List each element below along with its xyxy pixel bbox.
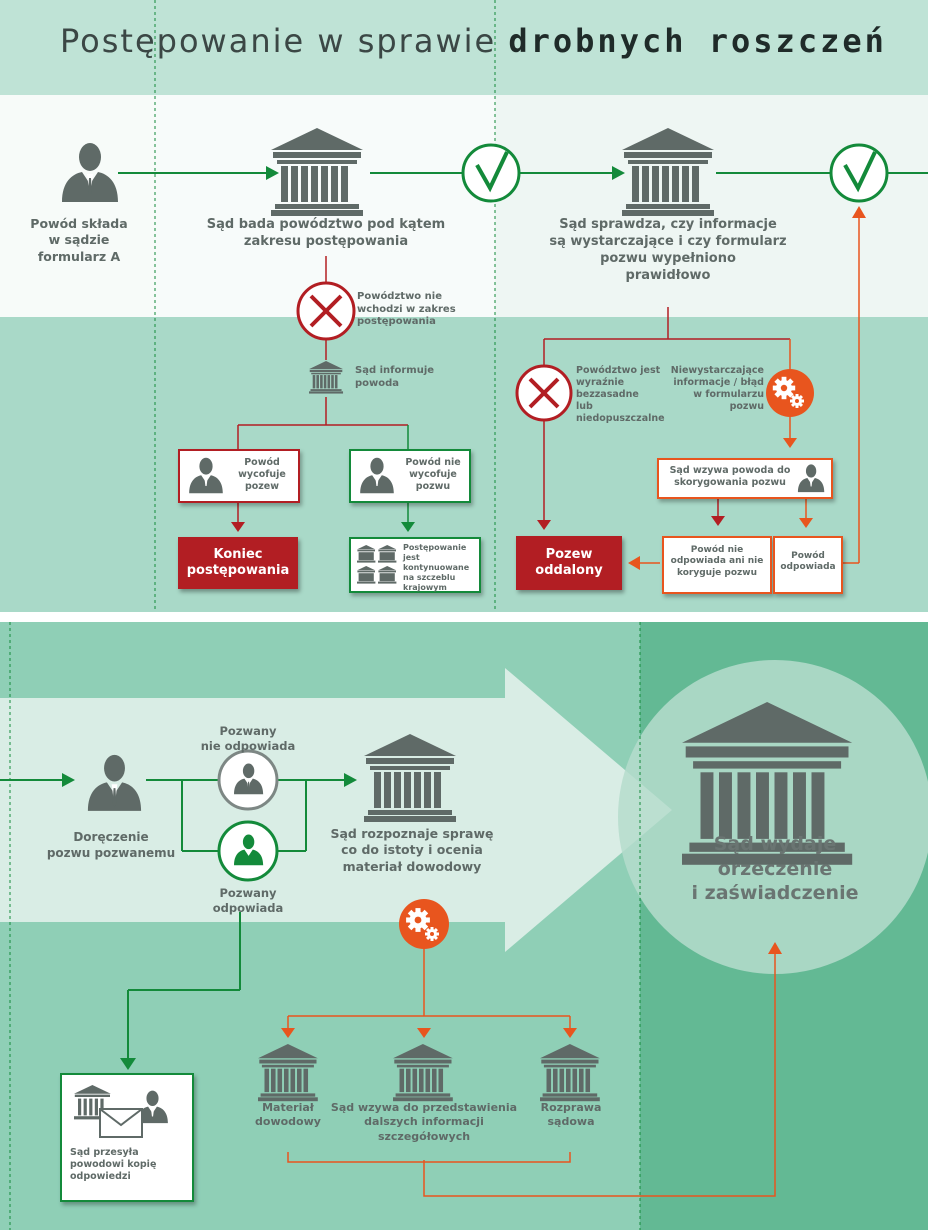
label-defendant-responds: Pozwany odpowiada: [212, 886, 284, 915]
card-label: Sąd wzywa powoda do skorygowania pozwu: [669, 465, 791, 488]
card-label: Postępowanie jest kontynuowane na szczeb…: [403, 543, 470, 592]
label-court-checks-scope: Sąd bada powództwo pod kątem zakresu pos…: [206, 217, 446, 249]
person-icon: [189, 457, 223, 494]
label-hearing: Rozprawa sądowa: [540, 1101, 602, 1129]
card-claimant-not-withdraws: Powód nie wycofuje pozwu: [349, 449, 471, 503]
label-service: Doręczenie pozwu pozwanemu: [46, 830, 176, 860]
card-label: Powód odpowiada: [780, 551, 836, 573]
label-evidence: Materiał dowodowy: [255, 1101, 321, 1129]
label-insufficient-info: Niewystarczające informacje / błąd w for…: [670, 365, 764, 412]
label-out-of-scope: Powództwo nie wchodzi w zakres postępowa…: [357, 291, 456, 327]
label-claimant-files: Powód składa w sądzie formularz A: [30, 216, 128, 264]
page-title: Postępowanie w sprawie drobnych roszczeń: [60, 22, 887, 60]
label-defendant-not-respond: Pozwany nie odpowiada: [200, 724, 296, 753]
card-court-calls-correction: Sąd wzywa powoda do skorygowania pozwu: [657, 458, 833, 499]
label-manifestly-unfounded: Powództwo jest wyraźnie bezzasadne lub n…: [576, 365, 665, 424]
court-icon: [357, 545, 397, 584]
card-label: Powód nie odpowiada ani nie koryguje poz…: [670, 545, 764, 578]
court-mail-icon: [74, 1085, 168, 1138]
card-label: Powód nie wycofuje pozwu: [405, 457, 461, 492]
card-label: Sąd przesyła powodowi kopię odpowiedzi: [70, 1147, 157, 1182]
card-court-sends-copy: Sąd przesyła powodowi kopię odpowiedzi: [60, 1073, 194, 1202]
label-court-checks-info: Sąd sprawdza, czy informacje są wystarcz…: [549, 217, 787, 283]
card-claimant-withdraws: Powód wycofuje pozew: [178, 449, 300, 503]
label-judgment: Sąd wydaje orzeczenie i zaświadczenie: [691, 833, 859, 905]
label-court-examines: Sąd rozpoznaje sprawę co do istoty i oce…: [330, 826, 494, 874]
person-icon: [360, 457, 394, 494]
label-court-informs: Sąd informuje powoda: [355, 365, 435, 389]
card-label: Powód wycofuje pozew: [238, 457, 286, 492]
card-claimant-responds: Powód odpowiada: [773, 536, 843, 594]
end-proceedings-box: Koniec postępowania: [178, 537, 298, 589]
title-bold: drobnych roszczeń: [508, 22, 887, 60]
person-icon: [797, 464, 825, 493]
label-court-requests-more: Sąd wzywa do przedstawienia dalszych inf…: [330, 1101, 518, 1143]
claim-dismissed-box: Pozew oddalony: [516, 536, 622, 590]
title-regular: Postępowanie w sprawie: [60, 22, 497, 60]
card-continued-national: Postępowanie jest kontynuowane na szczeb…: [349, 537, 481, 593]
card-claimant-not-respond: Powód nie odpowiada ani nie koryguje poz…: [662, 536, 772, 594]
